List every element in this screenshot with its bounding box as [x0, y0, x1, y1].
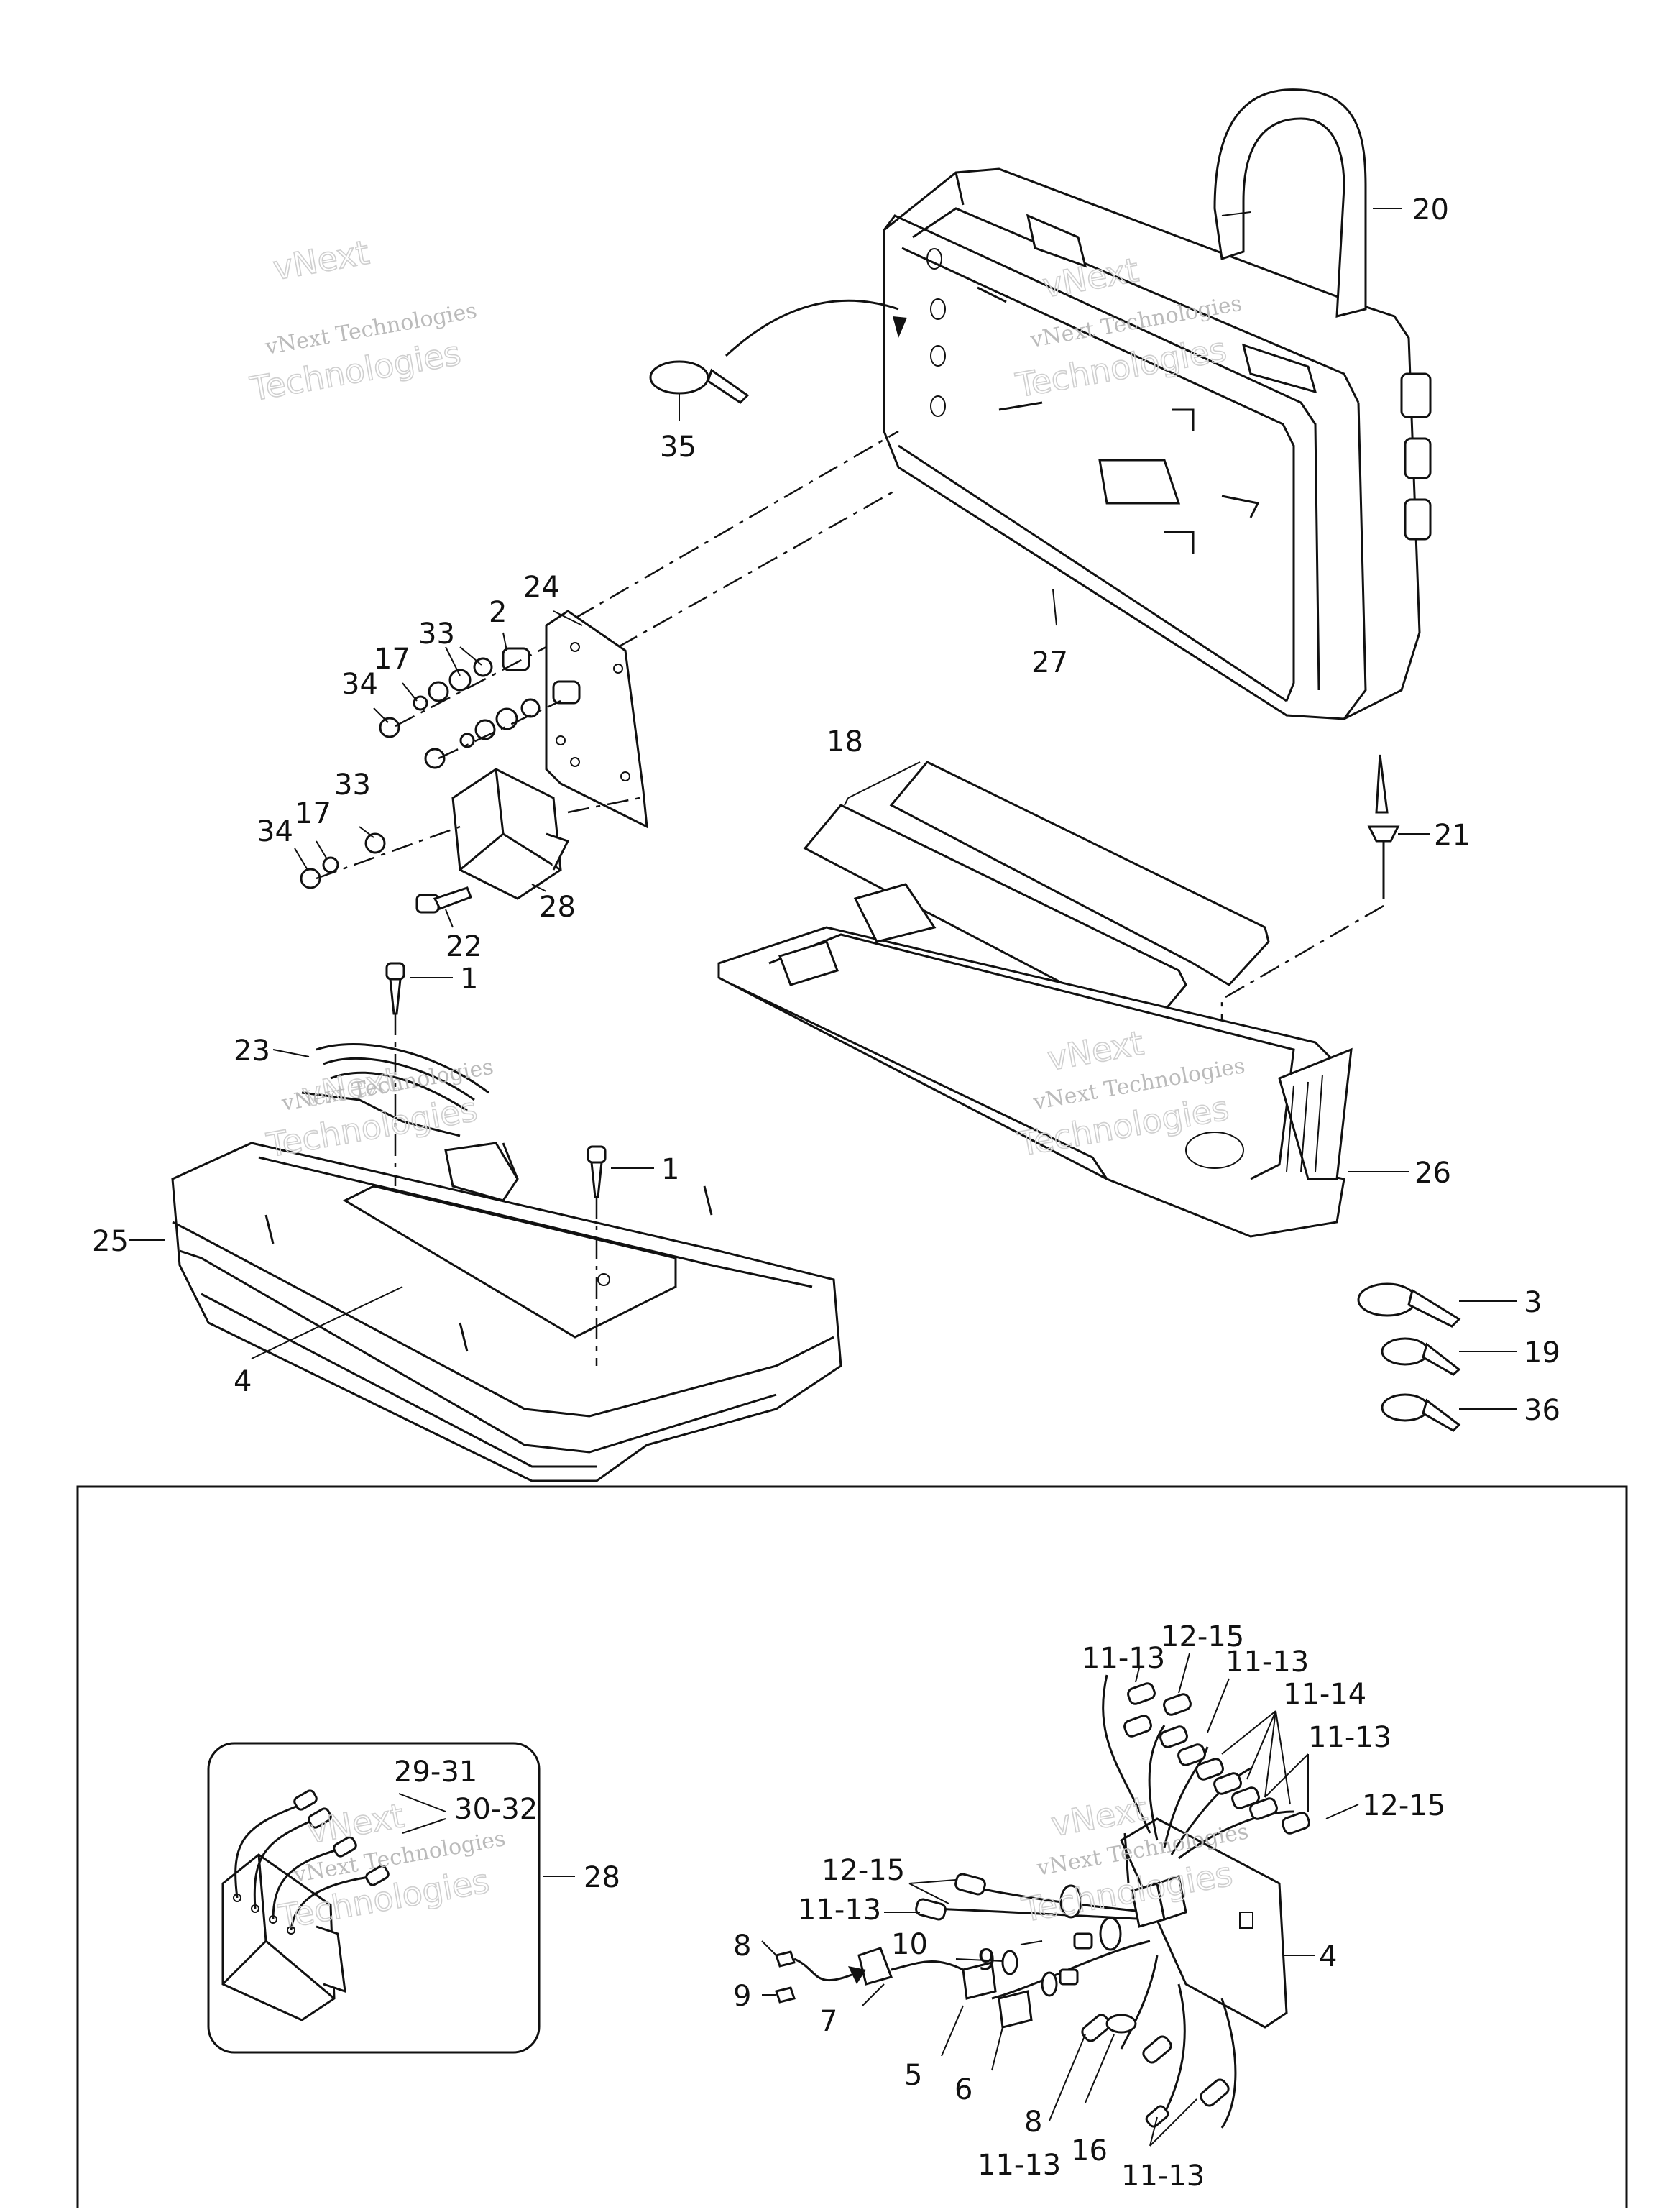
callout-label: 11-13: [1308, 1721, 1392, 1754]
callout-labels: 20 35 27 24 2 33 17 34 33 17 34 22 28 18…: [92, 193, 1560, 2193]
arrow-head-icon: [893, 316, 907, 338]
callout-label: 26: [1414, 1157, 1451, 1190]
regulator-detail-28: [221, 1789, 390, 2021]
screw-1-a: [385, 962, 405, 1015]
washer-17: [322, 856, 339, 873]
leader-lines-inset: [761, 1653, 1359, 2147]
screw-22: [415, 886, 472, 914]
terminals: [775, 1682, 1310, 2128]
callout-label: 27: [1031, 646, 1068, 679]
callout-label: 1: [661, 1153, 679, 1186]
callout-label: 33: [418, 618, 455, 651]
callout-label: 11-13: [978, 2149, 1061, 2182]
nut-34: [300, 868, 321, 889]
detail-leaders: [398, 1793, 446, 1834]
callout-label: 8: [1024, 2106, 1042, 2139]
cable-tie-19: [1381, 1337, 1461, 1376]
wiring-harness-4: [934, 1674, 1294, 2129]
callout-label: 33: [334, 768, 371, 802]
callout-label: 11-13: [798, 1894, 881, 1927]
callout-label: 24: [523, 571, 560, 604]
cable-tie-36: [1381, 1393, 1461, 1432]
callout-label: 7: [819, 2005, 837, 2038]
mounting-plate-24: [545, 610, 648, 829]
callout-label: 23: [234, 1034, 270, 1068]
callout-label: 1: [460, 963, 478, 996]
callout-label: 36: [1524, 1394, 1560, 1427]
callout-label: 34: [341, 668, 378, 701]
leader-lines-upper: [129, 208, 1517, 1410]
inset-frame: [76, 1485, 1628, 2212]
cable-tie-3: [1357, 1282, 1461, 1328]
callout-label: 12-15: [822, 1854, 905, 1887]
callout-label: 11-13: [1082, 1642, 1165, 1675]
callout-label: 22: [446, 930, 482, 963]
watermark-text: vNext: [270, 233, 372, 288]
callout-label: 25: [92, 1225, 129, 1258]
base-housing-25: [171, 1043, 842, 1482]
callout-label: 3: [1524, 1286, 1542, 1319]
callout-label: 2: [489, 596, 507, 629]
regulator-28: [451, 768, 570, 900]
callout-label: 20: [1412, 193, 1449, 226]
cable-tie-35: [649, 360, 750, 404]
callout-label: 28: [584, 1861, 620, 1894]
callout-label: 6: [954, 2073, 972, 2106]
callout-label: 34: [257, 815, 293, 848]
watermark-text: vNext: [305, 1796, 407, 1851]
housing-part-27: [883, 88, 1432, 720]
washer-33: [364, 832, 386, 854]
callout-label: 11-13: [1225, 1646, 1309, 1679]
callout-label: 11-13: [1121, 2160, 1205, 2193]
pin-21: [1367, 754, 1400, 899]
callout-label: 19: [1524, 1336, 1560, 1369]
assembly-arrow-curve: [724, 299, 899, 357]
callout-label: 5: [904, 2059, 922, 2092]
callout-label: 28: [539, 891, 576, 924]
callout-label: 10: [891, 1928, 928, 1961]
foam-pads-18: [803, 761, 1270, 1029]
callout-label: 35: [660, 431, 696, 464]
callout-label: 8: [733, 1929, 751, 1963]
callout-label: 12-15: [1362, 1789, 1445, 1822]
callout-label: 21: [1434, 819, 1471, 852]
callout-label: 16: [1071, 2134, 1108, 2167]
callout-label: 12-15: [1161, 1620, 1244, 1653]
callout-label: 17: [374, 643, 410, 676]
callout-label: 4: [1319, 1940, 1337, 1973]
callout-label: 11-14: [1283, 1678, 1366, 1711]
callout-label: 29-31: [394, 1756, 477, 1789]
callout-label: 30-32: [454, 1793, 538, 1826]
tray-26: [717, 883, 1353, 1238]
callout-label: 9: [978, 1944, 995, 1977]
spacer-2b: [552, 680, 581, 705]
callout-label: 17: [295, 797, 331, 830]
callout-label: 4: [234, 1365, 252, 1398]
spacer-2: [502, 647, 530, 671]
callout-label: 18: [827, 725, 863, 758]
callout-label: 9: [733, 1980, 751, 2013]
regulator-detail-box: [207, 1742, 540, 2054]
screw-1-b: [586, 1145, 607, 1198]
